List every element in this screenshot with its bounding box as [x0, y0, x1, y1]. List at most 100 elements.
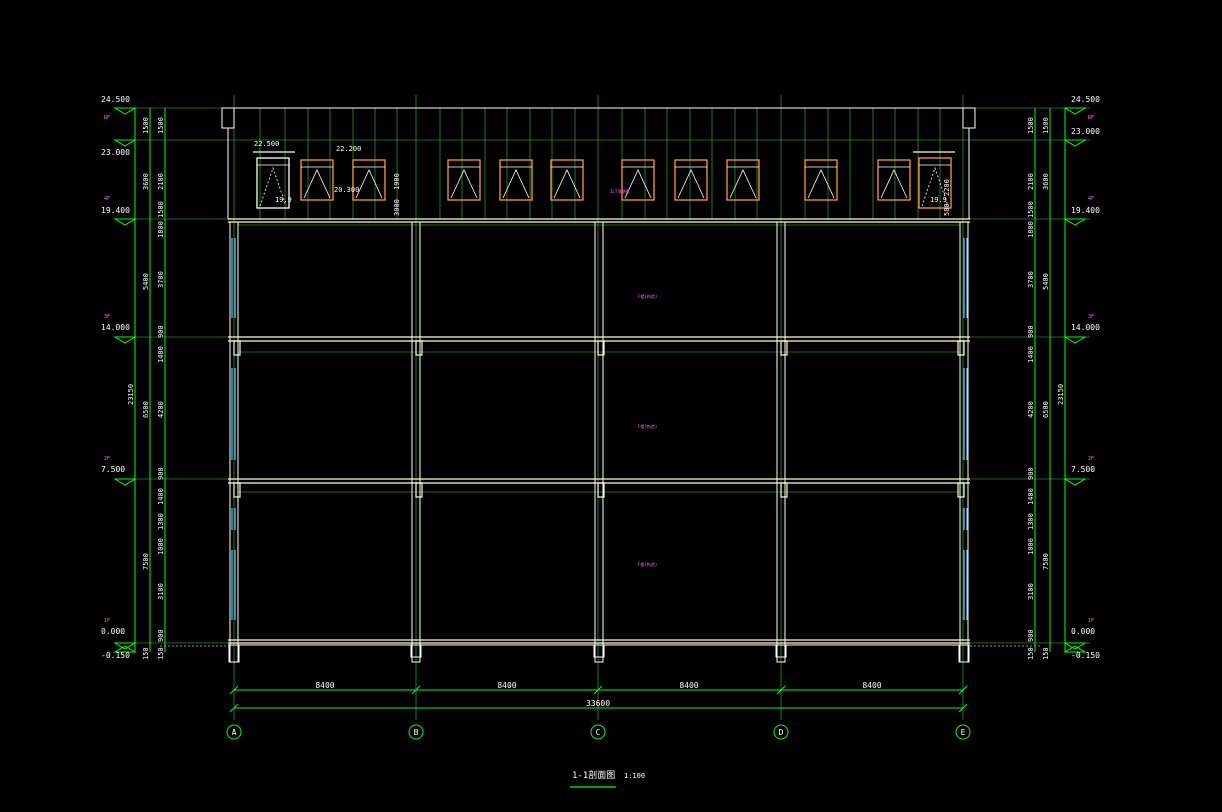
dim-right-col1-3: 1800	[1027, 221, 1035, 238]
dim-right-col1-0: 1500	[1027, 117, 1035, 134]
floor-tag-left-1f: 1F	[104, 618, 110, 624]
side-glazing	[231, 238, 968, 620]
bay-dim-2: 8400	[497, 681, 516, 690]
dim-left-col1-4: 3700	[157, 271, 165, 288]
left-level-column	[134, 108, 166, 652]
floor-tag-right-1f: 1F	[1088, 618, 1094, 624]
roof-window	[804, 159, 838, 201]
roof-window	[726, 159, 760, 201]
dim-right-col1-11: 1000	[1027, 538, 1035, 555]
dim-left-col1-9: 1400	[157, 488, 165, 505]
floor-tag-left-rf: RF	[104, 115, 110, 121]
dim-right-col2-2: 5400	[1042, 273, 1050, 290]
dim-left-col1-1: 2100	[157, 173, 165, 190]
dim-left-col1-0: 1500	[157, 117, 165, 134]
dim-left-col2-5: 150	[142, 647, 150, 660]
drawing-scale: 1:100	[624, 772, 645, 780]
dim-right-col2-0: 1500	[1042, 117, 1050, 134]
roof-window	[550, 159, 584, 201]
dim-right-col2-1: 3600	[1042, 173, 1050, 190]
roof-window	[674, 159, 708, 201]
dim-right-col1-10: 1300	[1027, 513, 1035, 530]
roof-window	[447, 159, 481, 201]
drawing-title: 1-1剖面图	[572, 769, 615, 781]
dim-left-col1-3: 1800	[157, 221, 165, 238]
dim-left-col2-3: 6500	[142, 401, 150, 418]
dim-right-col1-8: 900	[1027, 467, 1035, 480]
dim-left-col1-14: 150	[157, 647, 165, 660]
roof-level-19-9-right: 19.9	[930, 196, 947, 204]
roof-dim-1900: 1900	[393, 173, 401, 190]
level-left-24500: 24.500	[101, 95, 130, 104]
drawing-title-block: 1-1剖面图 1:100	[570, 769, 645, 788]
roof-window	[918, 157, 952, 209]
axis-bubble-b: B	[408, 724, 424, 740]
dim-left-col1-13: 900	[157, 629, 165, 642]
floor-tag-right-2f: 2F	[1088, 456, 1094, 462]
bay-dim-1: 8400	[315, 681, 334, 690]
roof-window	[621, 159, 655, 201]
vertical-dimensions: 1500 2100 1500 1800 3700 900 1400 4200 900 1400 13…	[127, 117, 1065, 660]
room-label-roof: JLT顶棚楼	[610, 188, 629, 194]
roof-window	[877, 159, 911, 201]
dim-right-total-0: 23150	[1057, 384, 1065, 405]
dim-left-col2-0: 1500	[142, 117, 150, 134]
dim-left-col1-7: 4200	[157, 401, 165, 418]
dim-right-col1-14: 150	[1027, 647, 1035, 660]
dim-left-col1-6: 1400	[157, 346, 165, 363]
axis-bubble-d: D	[773, 724, 789, 740]
level-left-19400: 19.400	[101, 206, 130, 215]
dim-right-col1-12: 3100	[1027, 583, 1035, 600]
level-right-0000: 0.000	[1071, 627, 1095, 636]
roof-window	[352, 159, 386, 201]
level-left-0000: 0.000	[101, 627, 125, 636]
level-right-14000: 14.000	[1071, 323, 1100, 332]
floor-slabs	[228, 218, 970, 644]
dim-left-col2-1: 3600	[142, 173, 150, 190]
dim-right-col2-4: 7500	[1042, 553, 1050, 570]
dim-left-col1-12: 3100	[157, 583, 165, 600]
level-left-7500: 7.500	[101, 465, 125, 474]
floor-tag-left-3f: 3F	[104, 314, 110, 320]
right-level-column	[1034, 108, 1066, 652]
dim-left-col1-8: 900	[157, 467, 165, 480]
dim-left-col1-10: 1300	[157, 513, 165, 530]
axis-label-d: D	[779, 728, 784, 737]
dim-right-col2-3: 6500	[1042, 401, 1050, 418]
level-right-24500: 24.500	[1071, 95, 1100, 104]
roof-level-20300: 20.300	[334, 186, 359, 194]
roof-window	[256, 157, 290, 209]
level-right-19400: 19.400	[1071, 206, 1100, 215]
room-label-floor-2: F楼(构造)	[638, 423, 657, 429]
dim-right-col1-2: 1500	[1027, 201, 1035, 218]
dim-right-col1-1: 2100	[1027, 173, 1035, 190]
overall-dim: 33600	[586, 699, 610, 708]
bay-dim-3: 8400	[679, 681, 698, 690]
left-levels	[113, 107, 137, 653]
building-frame	[221, 107, 976, 663]
dim-right-col1-6: 1400	[1027, 346, 1035, 363]
level-right-23000: 23.000	[1071, 127, 1100, 136]
axis-bubble-e: E	[955, 724, 971, 740]
room-label-floor-1: F楼(构造)	[638, 561, 657, 567]
axis-bubble-a: A	[226, 724, 242, 740]
roof-level-22500: 22.500	[254, 140, 279, 148]
dim-left-col1-5: 900	[157, 325, 165, 338]
dim-right-col1-5: 900	[1027, 325, 1035, 338]
level-right-7500: 7.500	[1071, 465, 1095, 474]
dim-left-col2-4: 7500	[142, 553, 150, 570]
level-left-14000: 14.000	[101, 323, 130, 332]
floor-tag-left-2f: 2F	[104, 456, 110, 462]
roof-level-19-9-left: 19.9	[275, 196, 292, 204]
room-label-floor-3: F楼(构造)	[638, 293, 657, 299]
roof-dim-3000: 3000	[393, 199, 401, 216]
bay-dim-4: 8400	[862, 681, 881, 690]
axis-bubble-c: C	[590, 724, 606, 740]
axis-bubbles: A B C D E	[226, 724, 971, 740]
dim-right-col2-5: 150	[1042, 647, 1050, 660]
dim-right-col1-7: 4200	[1027, 401, 1035, 418]
floor-tag-right-3f: 3F	[1088, 314, 1094, 320]
roof-window	[499, 159, 533, 201]
axis-label-b: B	[414, 728, 419, 737]
